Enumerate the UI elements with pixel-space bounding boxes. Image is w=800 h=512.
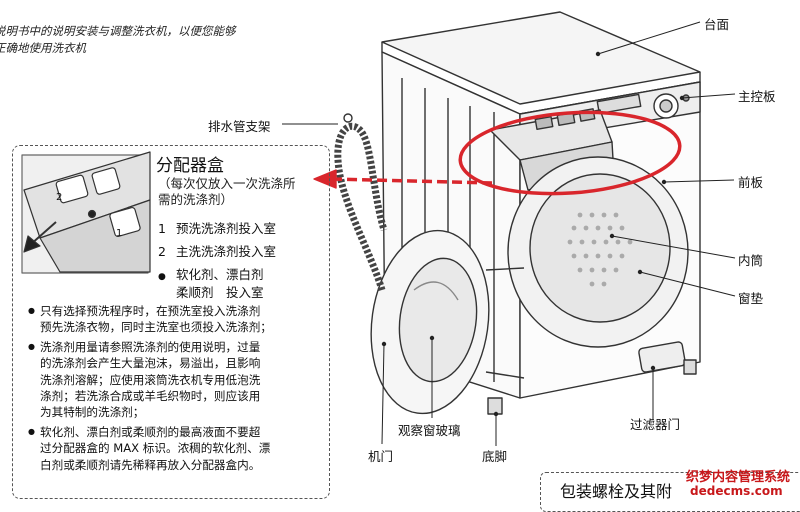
label-inner-drum: 内筒	[738, 253, 764, 268]
dispenser-arrow-head	[313, 169, 337, 189]
label-top-panel: 台面	[704, 17, 730, 32]
pull-arrow-icon	[23, 235, 41, 253]
dispenser-subtitle: （每次仅放入一次洗涤所 需的洗涤剂）	[158, 176, 296, 208]
item-marker: 1	[158, 221, 166, 236]
intro-text: 说明书中的说明安装与调整洗衣机，以便您能够 正确地使用洗衣机	[0, 23, 236, 57]
drain-hose	[334, 122, 388, 292]
note-line: 洗涤剂用量请参照洗涤剂的使用说明，过量	[40, 339, 261, 354]
label-observation-glass: 观察窗玻璃	[398, 423, 461, 438]
label-door: 机门	[368, 449, 394, 464]
note-line: 为其特制的洗涤剂；	[40, 405, 145, 420]
watermark-line-1: 织梦内容管理系统	[686, 470, 791, 485]
label-control-panel: 主控板	[738, 89, 776, 104]
tray-mark-1: 1	[116, 228, 123, 239]
note-item: 洗涤剂用量请参照洗涤剂的使用说明，过量 的洗涤剂会产生大量泡沫，易溢出，且影响 …	[28, 339, 324, 421]
dispenser-subtitle-line-2: 需的洗涤剂）	[158, 192, 234, 207]
packing-bolt-title: 包装螺栓及其附	[560, 482, 673, 501]
item-text: 预洗洗涤剂投入室	[176, 221, 277, 236]
drain-hose-bracket-ring	[343, 113, 353, 123]
note-line: 预先洗涤衣物，同时主洗室也须投入洗涤剂；	[40, 320, 272, 335]
dispenser-title: 分配器盒	[156, 156, 224, 176]
front-foot-right	[683, 359, 697, 375]
front-foot-left	[487, 397, 503, 415]
label-front-panel: 前板	[738, 175, 764, 190]
note-line: 过分配器盒的 MAX 标识。浓稠的软化剂、漂	[40, 441, 271, 456]
dispenser-highlight	[458, 110, 682, 196]
label-door-seal: 窗垫	[738, 291, 764, 306]
note-line: 只有选择预洗程序时，在预洗室投入洗涤剂	[40, 304, 261, 318]
note-line: 白剂或柔顺剂请先稀释再放入分配器盒内。	[40, 457, 261, 472]
intro-line-2: 正确地使用洗衣机	[0, 41, 86, 55]
dispenser-subtitle-line-1: （每次仅放入一次洗涤所	[158, 176, 296, 191]
note-line: 洗涤剂溶解；应使用滚筒洗衣机专用低泡洗	[40, 372, 261, 387]
dispenser-info-panel	[12, 145, 330, 499]
item-text: 主洗洗涤剂投入室	[176, 244, 277, 259]
inner-drum	[529, 173, 671, 323]
dispenser-item-softener-line-2: 柔顺剂 投入室	[176, 285, 264, 300]
label-foot: 底脚	[482, 449, 508, 464]
intro-line-1: 说明书中的说明安装与调整洗衣机，以便您能够	[0, 24, 236, 38]
leader-lines	[282, 21, 736, 446]
label-drain-hose-bracket: 排水管支架	[208, 119, 271, 134]
note-line: 软化剂、漂白剂或柔顺剂的最高液面不要超	[40, 424, 261, 439]
note-item: 软化剂、漂白剂或柔顺剂的最高液面不要超 过分配器盒的 MAX 标识。浓稠的软化剂…	[28, 424, 324, 473]
tray-mark-2: 2	[56, 192, 63, 203]
dispenser-closeup	[21, 151, 151, 274]
dispenser-item-softener: ● 软化剂、漂白剂	[158, 264, 264, 283]
watermark-line-2: dedecms.com	[690, 484, 783, 498]
observation-glass	[398, 257, 478, 383]
note-item: 只有选择预洗程序时，在预洗室投入洗涤剂 预先洗涤衣物，同时主洗室也须投入洗涤剂；	[28, 303, 324, 336]
item-marker: 2	[158, 244, 166, 259]
control-display	[596, 93, 642, 115]
label-filter-door: 过滤器门	[630, 417, 681, 432]
item-text: 软化剂、漂白剂	[176, 267, 264, 282]
item-marker: ●	[158, 272, 166, 282]
drum-holes	[567, 212, 633, 287]
dispenser-notes: 只有选择预洗程序时，在预洗室投入洗涤剂 预先洗涤衣物，同时主洗室也须投入洗涤剂；…	[28, 303, 324, 476]
note-line: 的洗涤剂会产生大量泡沫，易溢出，且影响	[40, 356, 261, 371]
note-line: 涤剂；若洗涤合成或羊毛织物时，则应该用	[40, 389, 261, 404]
dispenser-arrow-line	[329, 177, 493, 185]
filter-door	[638, 341, 686, 373]
dispenser-item-mainwash: 2 主洗洗涤剂投入室	[158, 241, 276, 260]
dispenser-item-prewash: 1 预洗洗涤剂投入室	[158, 218, 276, 237]
